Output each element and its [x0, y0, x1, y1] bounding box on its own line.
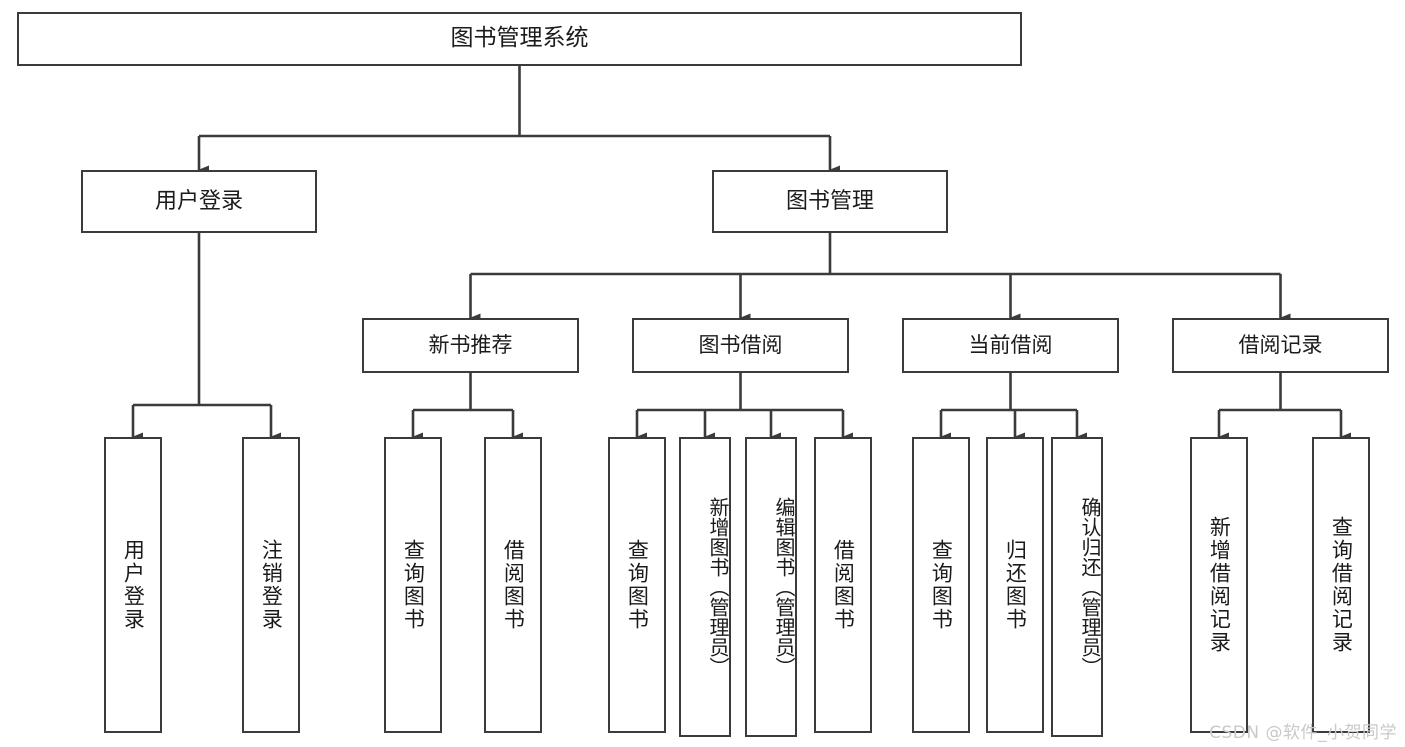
node-label: 确认归还（管理员）: [1078, 497, 1102, 677]
node-label: 当前借阅: [968, 333, 1053, 358]
leaf-leaf-cur-return[interactable]: 归还图书: [986, 437, 1044, 733]
node-new-book-rec[interactable]: 新书推荐: [362, 318, 579, 373]
node-label: 图书管理系统: [450, 25, 589, 52]
leaf-leaf-book-edit[interactable]: 编辑图书（管理员）: [745, 437, 797, 737]
node-label: 借阅图书: [831, 539, 856, 631]
watermark-label: CSDN @软件_小贺同学: [1209, 723, 1397, 743]
leaf-leaf-borrow-query[interactable]: 查询图书: [608, 437, 666, 733]
node-label: 查询借阅记录: [1329, 516, 1354, 654]
leaf-leaf-rec-query[interactable]: 查询图书: [384, 437, 442, 733]
node-root[interactable]: 图书管理系统: [17, 12, 1022, 66]
node-borrow-record[interactable]: 借阅记录: [1172, 318, 1389, 373]
node-label: 借阅图书: [501, 539, 526, 631]
node-label: 查询图书: [625, 539, 650, 631]
node-label: 图书管理: [785, 188, 874, 214]
node-label: 注销登录: [259, 539, 284, 631]
leaf-leaf-user-logout[interactable]: 注销登录: [242, 437, 300, 733]
leaf-leaf-book-add[interactable]: 新增图书（管理员）: [679, 437, 731, 737]
leaf-leaf-rec-borrow[interactable]: 借阅图书: [484, 437, 542, 733]
node-label: 编辑图书（管理员）: [772, 497, 796, 677]
leaf-leaf-borrow-book[interactable]: 借阅图书: [814, 437, 872, 733]
leaf-leaf-rec-add[interactable]: 新增借阅记录: [1190, 437, 1248, 733]
node-book-borrow[interactable]: 图书借阅: [632, 318, 849, 373]
node-label: 新增图书（管理员）: [706, 497, 730, 677]
node-label: 归还图书: [1003, 539, 1028, 631]
node-label: 查询图书: [929, 539, 954, 631]
node-label: 新书推荐: [428, 333, 513, 358]
leaf-leaf-cur-confirm[interactable]: 确认归还（管理员）: [1051, 437, 1103, 737]
node-label: 用户登录: [154, 188, 243, 214]
leaf-leaf-user-login[interactable]: 用户登录: [104, 437, 162, 733]
leaf-leaf-rec-search[interactable]: 查询借阅记录: [1312, 437, 1370, 733]
node-label: 图书借阅: [698, 333, 783, 358]
node-label: 查询图书: [401, 539, 426, 631]
node-label: 新增借阅记录: [1207, 516, 1232, 654]
node-current-borrow[interactable]: 当前借阅: [902, 318, 1119, 373]
leaf-leaf-cur-query[interactable]: 查询图书: [912, 437, 970, 733]
node-user-login[interactable]: 用户登录: [81, 170, 317, 233]
node-label: 借阅记录: [1238, 333, 1323, 358]
node-book-manage[interactable]: 图书管理: [712, 170, 948, 233]
node-label: 用户登录: [121, 539, 146, 631]
